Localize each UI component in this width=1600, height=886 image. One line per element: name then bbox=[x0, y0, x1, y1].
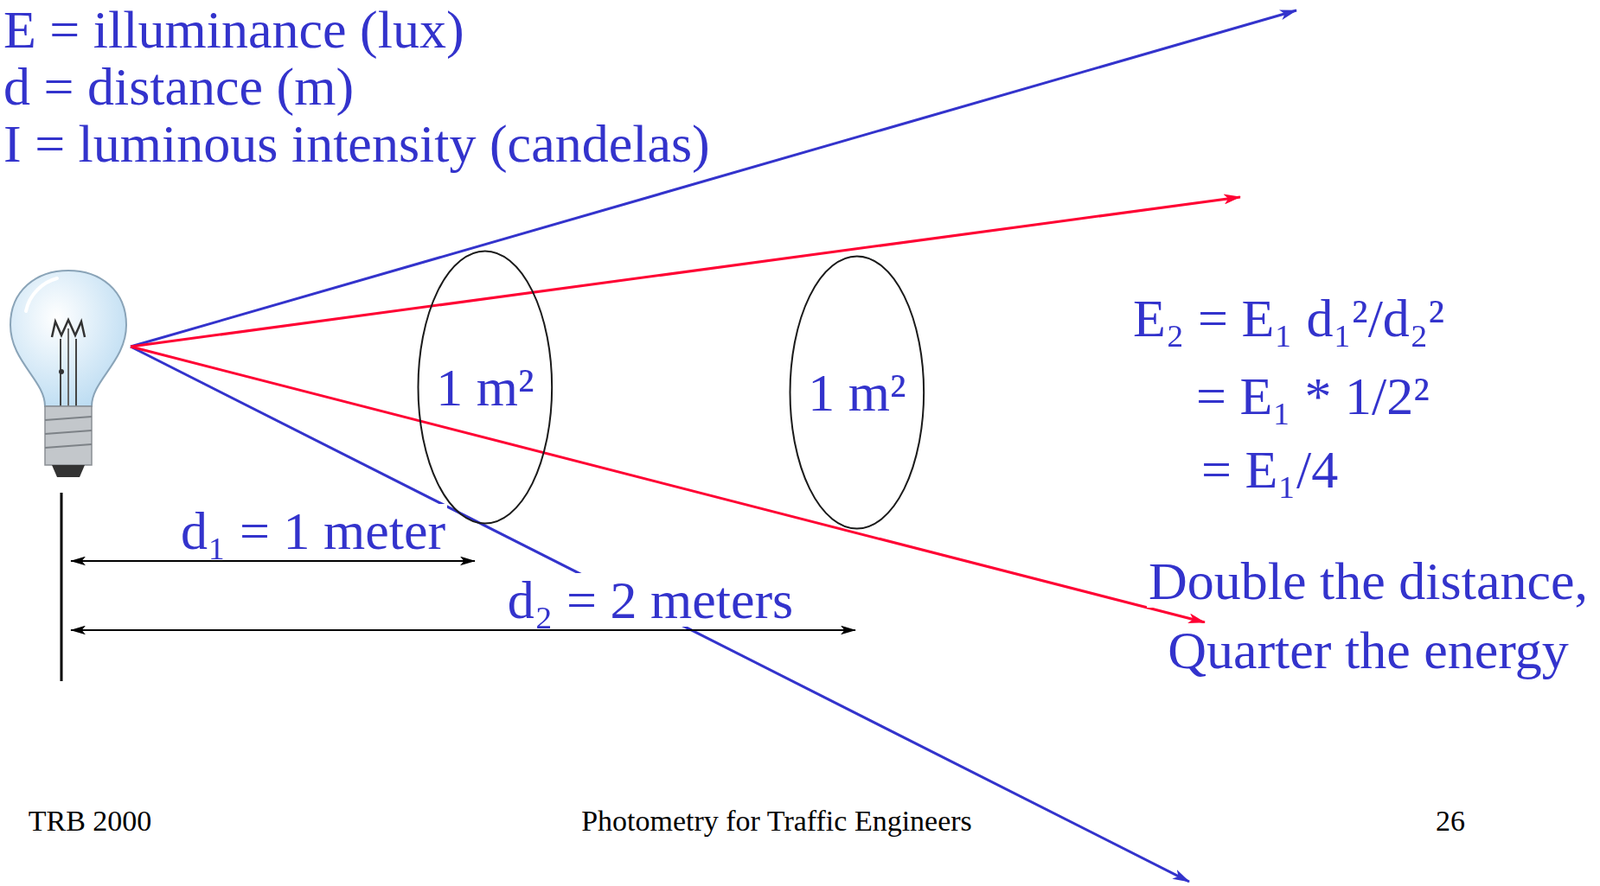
filament-support bbox=[67, 328, 70, 407]
filament bbox=[51, 320, 85, 338]
equation-line: E₂ = E₁ d₁²/d₂² bbox=[1131, 291, 1447, 346]
equation-line: = E₁ * 1/2² bbox=[1194, 369, 1432, 423]
conclusion-note: Quarter the energy bbox=[1165, 623, 1571, 678]
conclusion-note: Double the distance, bbox=[1146, 554, 1590, 608]
area-label: 1 m² bbox=[807, 363, 906, 423]
base-contact bbox=[51, 465, 85, 478]
light-bulb bbox=[10, 270, 127, 478]
base-thread bbox=[44, 430, 92, 435]
red-ray bbox=[130, 197, 1241, 347]
footer-text: TRB 2000 bbox=[26, 806, 154, 837]
dimension-label: d₁ = 1 meter bbox=[179, 504, 448, 558]
area-ellipse: 1 m² bbox=[788, 255, 926, 531]
page-number: 26 bbox=[1433, 806, 1467, 837]
filament-bead bbox=[58, 369, 64, 375]
filament-support bbox=[75, 339, 77, 407]
formula-legend: d = distance (m) bbox=[1, 59, 356, 114]
formula-legend: E = illuminance (lux) bbox=[1, 2, 467, 57]
blue-ray bbox=[130, 346, 1190, 883]
base-thread bbox=[44, 416, 92, 421]
footer-text: Photometry for Traffic Engineers bbox=[579, 806, 974, 837]
area-ellipse: 1 m² bbox=[416, 249, 554, 525]
reference-line bbox=[60, 492, 64, 682]
dimension-label: d₂ = 2 meters bbox=[505, 573, 795, 628]
area-label: 1 m² bbox=[435, 358, 534, 417]
ellipse-shape bbox=[790, 256, 925, 530]
ellipse-shape bbox=[418, 251, 553, 525]
bulb-base bbox=[44, 406, 92, 466]
formula-legend: I = luminous intensity (candelas) bbox=[1, 116, 712, 171]
equation-line: = E₁/4 bbox=[1199, 442, 1340, 497]
bulb-glass bbox=[10, 270, 127, 407]
base-thread bbox=[44, 444, 92, 448]
dimension-arrow bbox=[70, 560, 475, 563]
glass-highlight bbox=[25, 278, 58, 312]
dimension-arrow bbox=[70, 629, 856, 632]
